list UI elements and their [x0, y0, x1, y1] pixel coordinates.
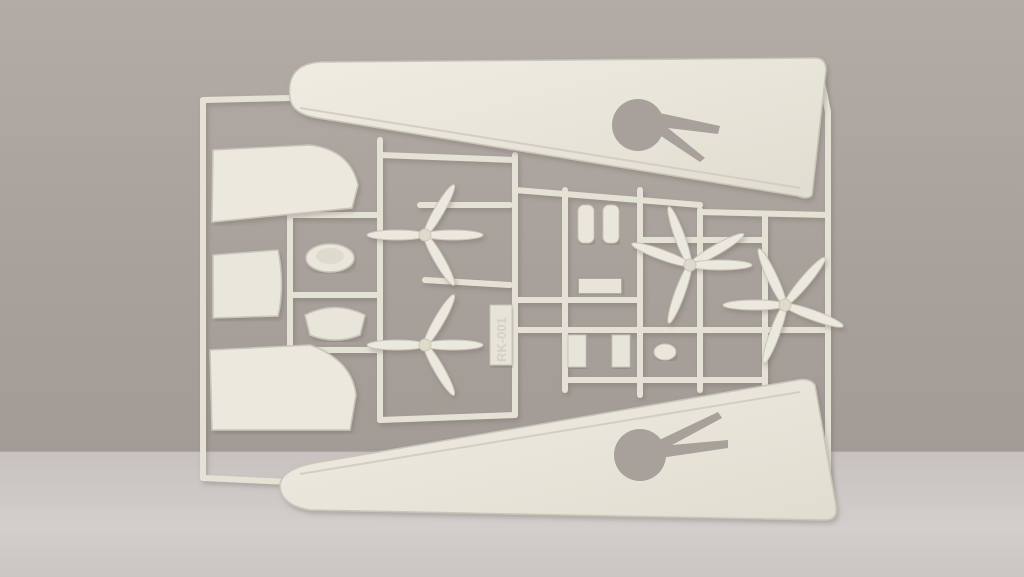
sprue-frame	[200, 69, 831, 503]
frame-h3	[697, 209, 831, 218]
tail-panel-lower	[209, 344, 357, 431]
lower-wing-part	[279, 378, 838, 521]
frame-h1	[377, 152, 518, 163]
frame-bottom-rail	[200, 475, 293, 485]
sprue-tag: RK-001	[489, 304, 513, 366]
sprue-code-label: RK-001	[494, 317, 509, 362]
fuselage-panel	[212, 249, 283, 319]
propeller-4	[722, 248, 844, 364]
float-part-right	[602, 204, 620, 244]
upper-wing-part	[288, 57, 827, 199]
propeller-2	[366, 294, 484, 396]
tail-panel-upper	[211, 144, 359, 223]
lower-wing-cutout	[614, 429, 666, 481]
exhaust-part	[653, 343, 677, 361]
seat-part	[304, 306, 366, 341]
frame-h2	[512, 187, 703, 208]
lower-wing-slot	[655, 412, 728, 458]
frame-h10	[377, 412, 518, 423]
strut-part-2	[611, 334, 631, 368]
upper-wing-slot	[652, 112, 720, 162]
float-part-left	[577, 204, 595, 244]
propeller-1	[366, 184, 484, 286]
upper-wing-cutout	[612, 99, 664, 151]
propeller-3	[631, 206, 753, 324]
cowling-part	[305, 243, 355, 273]
engine-block	[577, 277, 623, 295]
frame-top-rail	[200, 95, 293, 103]
strut-part-1	[567, 334, 587, 368]
frame-h14	[422, 277, 513, 288]
